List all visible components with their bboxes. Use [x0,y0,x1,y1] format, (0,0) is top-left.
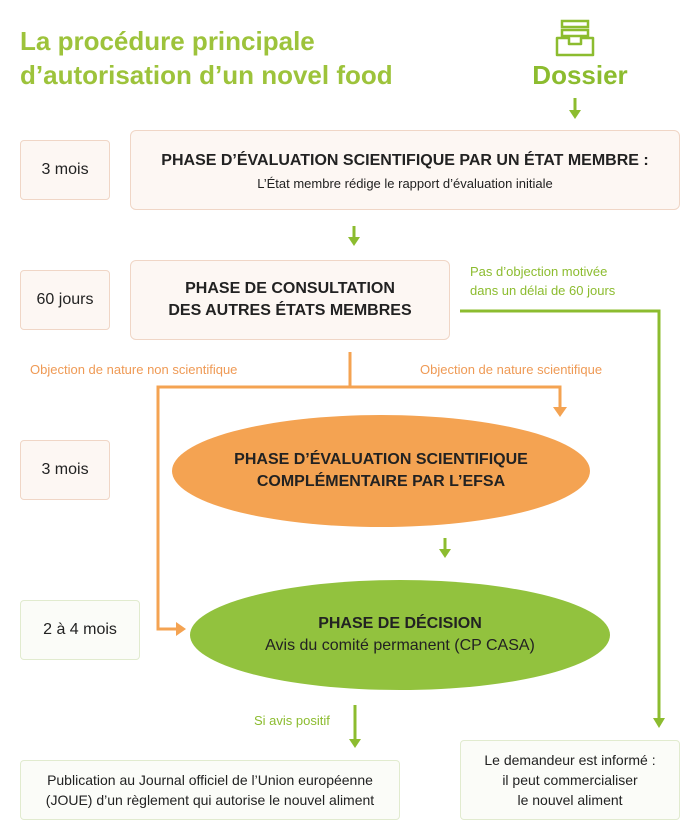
duration-phase-1: 3 mois [20,140,110,200]
phase-decision-subtitle: Avis du comité permanent (CP CASA) [265,637,535,654]
title-line-1: La procédure principale [20,26,315,56]
arrow-efsa-to-decision [439,538,451,558]
phase-decision-title: PHASE DE DÉCISION [318,615,482,632]
phase-consultation: PHASE DE CONSULTATION DES AUTRES ÉTATS M… [130,260,450,340]
scientific-objection-label: Objection de nature scientifique [420,362,603,377]
duration-phase-4: 2 à 4 mois [20,600,140,660]
outcome-applicant-line-3: le nouvel aliment [517,792,623,808]
phase-decision: PHASE DE DÉCISION Avis du comité permane… [190,580,610,690]
phase-consultation-line-1: PHASE DE CONSULTATION [185,280,395,297]
phase-efsa-line-1: PHASE D’ÉVALUATION SCIENTIFIQUE [234,451,528,468]
no-objection-label: Pas d’objection motivée dans un délai de… [470,262,670,300]
no-objection-label-line-1: Pas d’objection motivée [470,264,608,279]
phase-consultation-line-2: DES AUTRES ÉTATS MEMBRES [168,302,412,319]
phase-evaluation-state-title: PHASE D’ÉVALUATION SCIENTIFIQUE PAR UN É… [161,151,649,169]
no-objection-label-line-2: dans un délai de 60 jours [470,283,616,298]
phase-efsa-evaluation: PHASE D’ÉVALUATION SCIENTIFIQUE COMPLÉME… [172,415,590,527]
non-scientific-objection-label: Objection de nature non scientifique [30,362,238,377]
inbox-tray-icon [554,18,596,58]
arrow-decision-to-publication [349,705,361,748]
outcome-publication-line-2: (JOUE) d’un règlement qui autorise le no… [45,792,375,808]
arrow-dossier-to-evaluation [569,98,581,119]
positive-opinion-label: Si avis positif [254,713,330,728]
page-title: La procédure principale d’autorisation d… [20,24,440,92]
outcome-applicant-line-1: Le demandeur est informé : [484,752,656,768]
title-line-2: d’autorisation d’un novel food [20,60,393,90]
phase-efsa-line-2: COMPLÉMENTAIRE PAR L’EFSA [256,473,506,490]
phase-evaluation-state-member: PHASE D’ÉVALUATION SCIENTIFIQUE PAR UN É… [130,130,680,210]
arrow-evaluation-to-consultation [348,226,360,246]
outcome-applicant-informed: Le demandeur est informé : il peut comme… [460,740,680,820]
outcome-publication-line-1: Publication au Journal officiel de l’Uni… [47,772,373,788]
outcome-publication: Publication au Journal officiel de l’Uni… [20,760,400,820]
phase-evaluation-state-subtitle: L’État membre rédige le rapport d’évalua… [257,175,553,191]
duration-phase-2: 60 jours [20,270,110,330]
outcome-applicant-line-2: il peut commercialiser [502,772,638,788]
dossier-label: Dossier [532,60,628,90]
duration-phase-3: 3 mois [20,440,110,500]
